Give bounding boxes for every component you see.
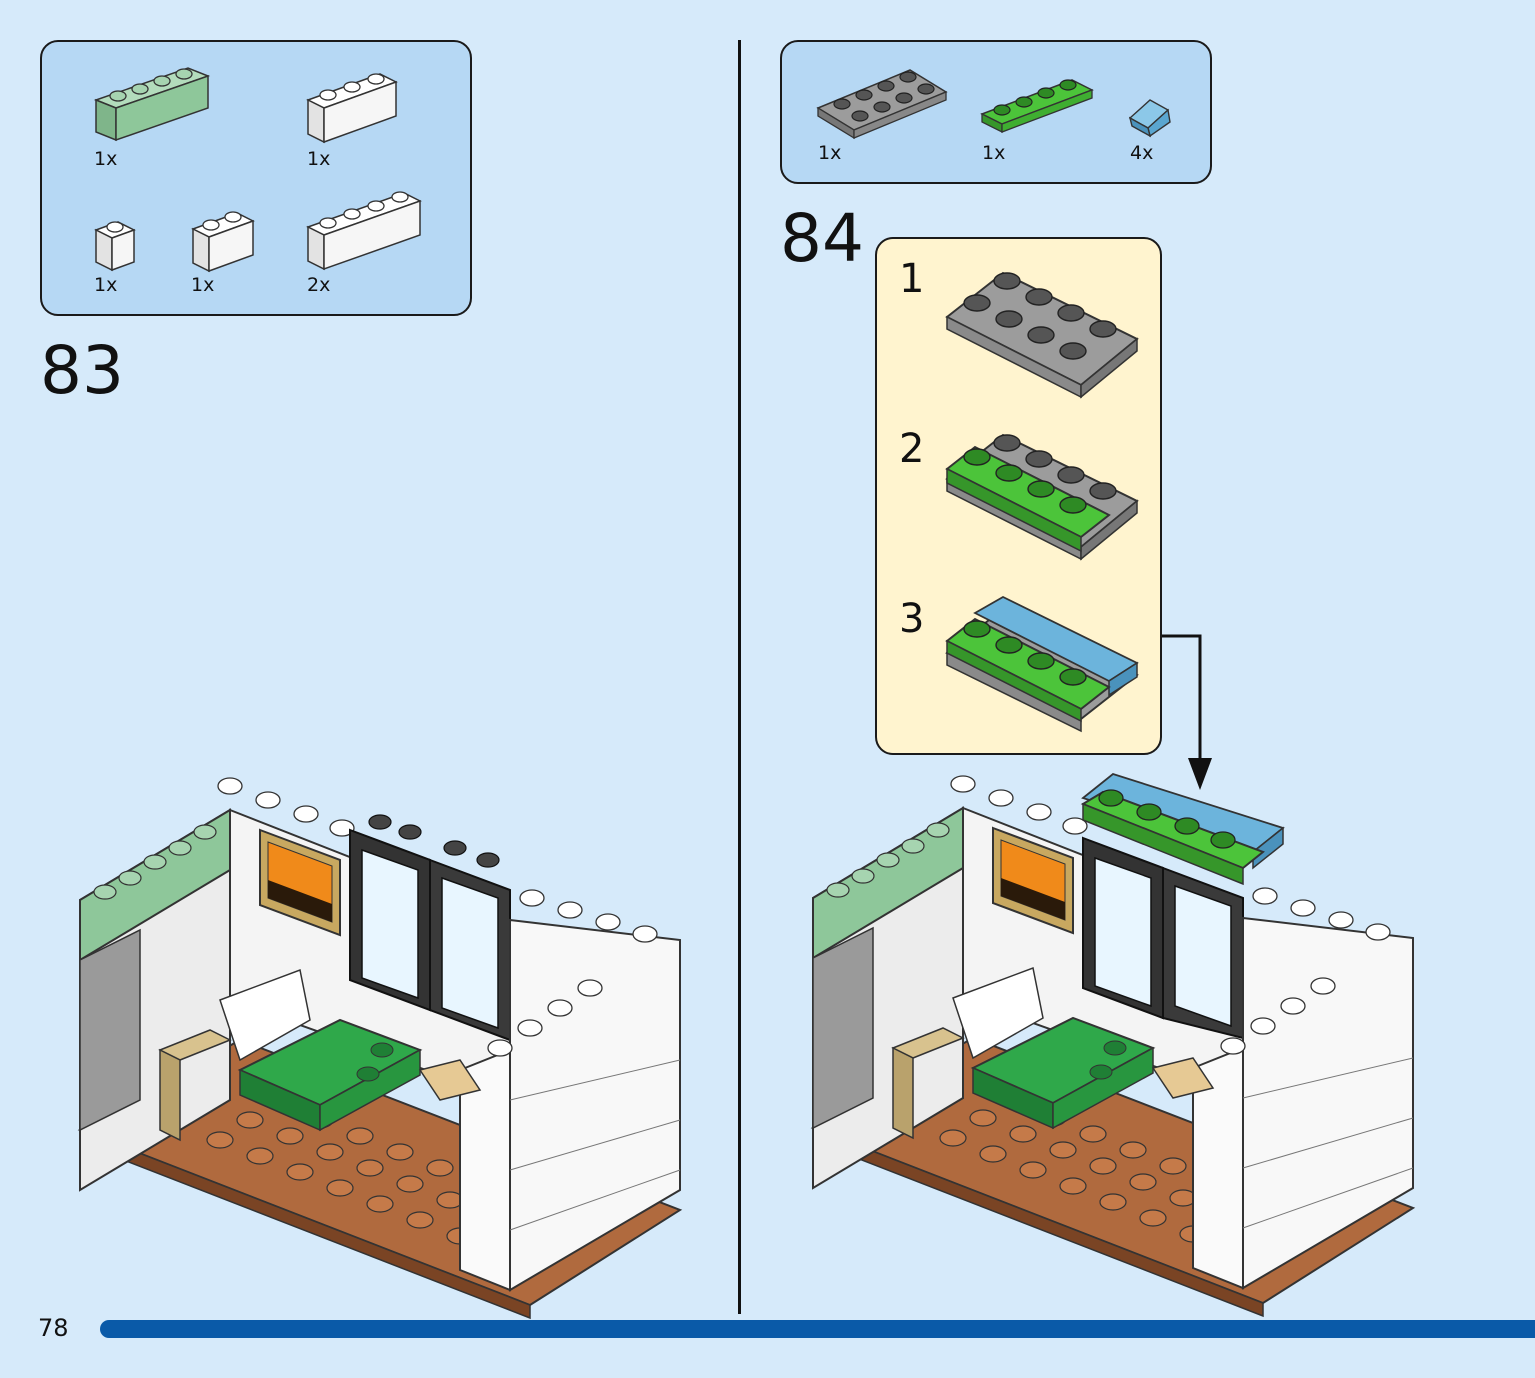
substep-number: 1 — [899, 256, 925, 302]
step-83-model-illustration — [77, 777, 683, 1320]
sand-green-1x4-brick-icon — [93, 67, 211, 142]
green-plate-on-gray-plate-icon — [945, 433, 1139, 561]
step-number-84: 84 — [780, 200, 864, 277]
part-qty: 1x — [191, 274, 215, 296]
white-1x2-brick-icon — [191, 211, 255, 273]
placement-arrow-icon — [1162, 634, 1212, 790]
slopes-on-plate-assembly-icon — [945, 595, 1139, 733]
white-1x3-brick-icon — [306, 73, 398, 144]
part-qty: 1x — [818, 142, 842, 164]
white-1x1-brick-icon — [94, 221, 136, 272]
white-1x4-brick-icon — [306, 191, 422, 271]
substep-number: 2 — [899, 426, 925, 472]
green-1x4-plate-icon — [980, 79, 1094, 134]
step-83-parts-box: 1x 1x 1x 1x 2x — [40, 40, 472, 316]
progress-bar — [100, 1320, 1535, 1338]
substep-number: 3 — [899, 596, 925, 642]
substep-callout: 1 2 3 — [875, 237, 1162, 755]
page-number: 78 — [38, 1314, 69, 1342]
step-number-83: 83 — [40, 332, 124, 409]
part-qty: 1x — [94, 148, 118, 170]
gray-2x4-plate-icon — [816, 69, 948, 140]
part-qty: 1x — [307, 148, 331, 170]
part-qty: 4x — [1130, 142, 1154, 164]
blue-slope-icon — [1128, 99, 1171, 138]
step-84-model-illustration — [810, 772, 1416, 1318]
part-qty: 2x — [307, 274, 331, 296]
page-divider — [738, 40, 741, 1314]
part-qty: 1x — [982, 142, 1006, 164]
part-qty: 1x — [94, 274, 118, 296]
gray-2x4-plate-icon — [945, 271, 1139, 399]
step-84-parts-box: 1x 1x 4x — [780, 40, 1212, 184]
